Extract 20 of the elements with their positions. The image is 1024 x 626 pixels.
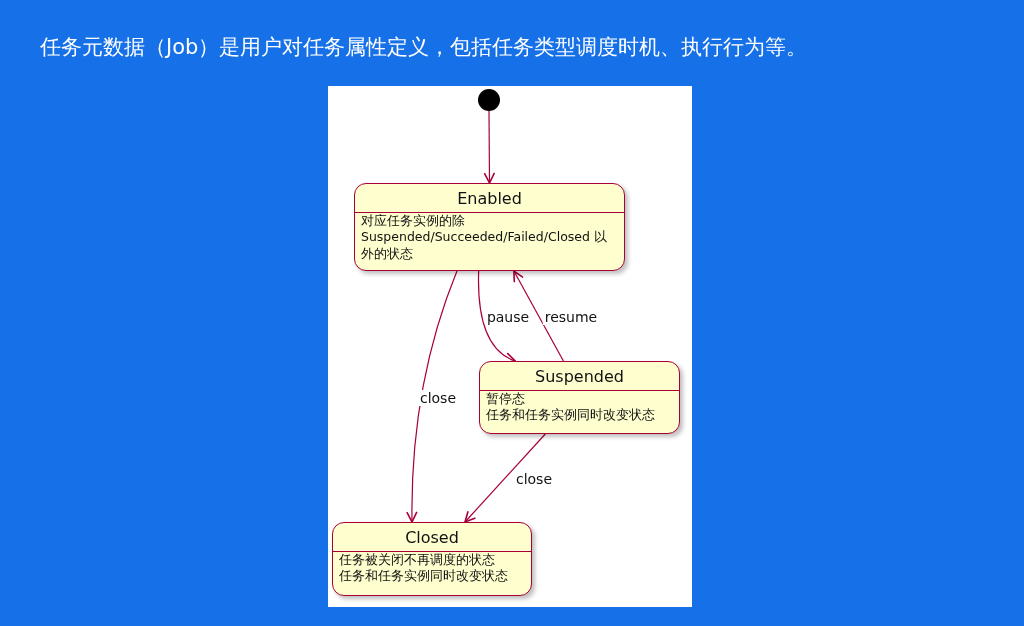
state-description: 对应任务实例的除 Suspended/Succeeded/Failed/Closed 以外的状态 (360, 213, 608, 262)
state-name: Suspended (480, 362, 679, 391)
state-box (479, 361, 680, 434)
edge-label: close (417, 390, 459, 406)
arrow (513, 270, 564, 362)
state-name: Enabled (355, 184, 624, 213)
arrow (483, 110, 496, 184)
start-dot (478, 89, 500, 111)
state-description: 任务和任务实例同时改变状态 (485, 407, 656, 424)
arrow (406, 270, 458, 523)
edge-label: close (513, 471, 555, 487)
state-description: 暂停态 (485, 391, 526, 408)
state-box (354, 183, 625, 271)
page-title: 任务元数据（Job）是用户对任务属性定义，包括任务类型调度时机、执行行为等。 (40, 34, 808, 61)
state-box (332, 522, 532, 596)
state-description: 任务和任务实例同时改变状态 (338, 568, 509, 585)
state-name: Closed (333, 523, 531, 552)
state-description: 任务被关闭不再调度的状态 (338, 552, 496, 569)
arrow (477, 270, 516, 363)
arrow (464, 433, 546, 523)
